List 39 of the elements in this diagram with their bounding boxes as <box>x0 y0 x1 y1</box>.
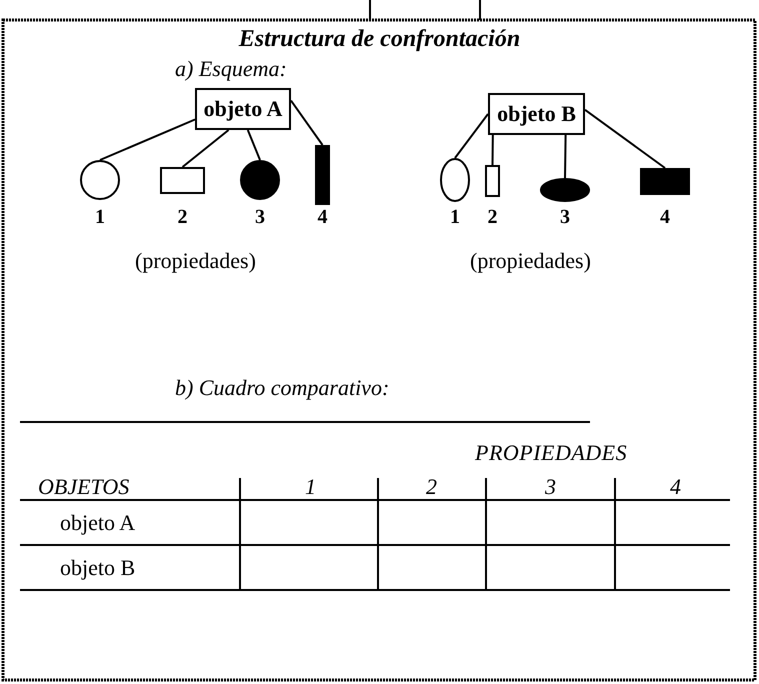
section-heading: a) Esquema: <box>175 56 287 82</box>
property-number: 3 <box>559 206 571 229</box>
connector-line <box>564 134 567 178</box>
property-number: 1 <box>449 206 461 229</box>
connector-line <box>100 118 196 161</box>
row-header: OBJETOS <box>38 474 130 500</box>
property-number: 4 <box>659 206 671 229</box>
connector-line <box>290 100 324 146</box>
row-label: objeto A <box>60 510 136 536</box>
rectangle-symbol <box>160 167 205 194</box>
rectangle-symbol <box>485 165 500 197</box>
connector-line <box>492 134 494 166</box>
object-box: objeto A <box>195 88 291 130</box>
row-label: objeto B <box>60 555 136 581</box>
column-number: 4 <box>670 474 681 500</box>
caption: (propiedades) <box>135 248 256 274</box>
caption: (propiedades) <box>470 248 591 274</box>
object-box: objeto B <box>488 93 585 135</box>
circle-symbol <box>80 160 120 200</box>
property-number: 3 <box>254 206 266 229</box>
connector-line <box>182 129 230 168</box>
column-number: 3 <box>545 474 556 500</box>
section-heading: b) Cuadro comparativo: <box>175 375 390 401</box>
ellipse-symbol <box>440 158 470 202</box>
property-number: 4 <box>316 206 328 229</box>
connector-line <box>584 109 666 169</box>
column-number: 1 <box>305 474 316 500</box>
property-number: 2 <box>486 206 498 229</box>
property-number: 1 <box>94 206 106 229</box>
connector-line <box>246 130 261 160</box>
circle-symbol <box>240 160 280 200</box>
property-number: 2 <box>176 206 188 229</box>
column-number: 2 <box>426 474 437 500</box>
ellipse-symbol <box>540 178 590 202</box>
column-header: PROPIEDADES <box>475 440 628 466</box>
connector-line <box>454 113 489 159</box>
bar-symbol <box>315 145 330 205</box>
title: Estructura de confrontación <box>238 26 522 53</box>
rectangle-symbol <box>640 168 690 195</box>
